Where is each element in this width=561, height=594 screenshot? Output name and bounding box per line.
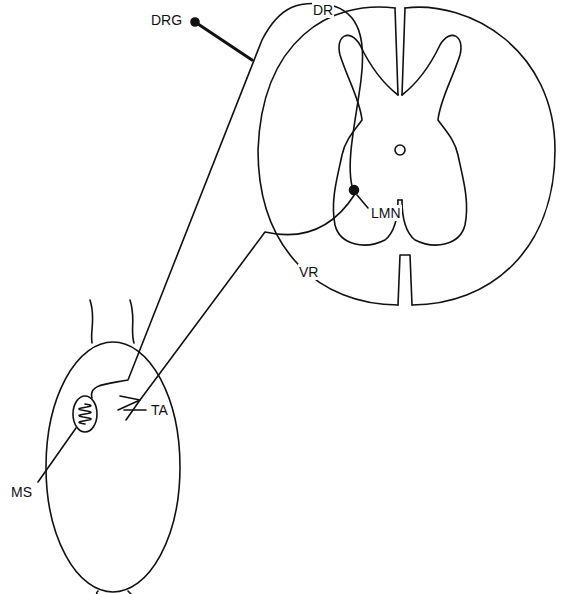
efferent-fiber: [140, 194, 355, 400]
gray-matter-right: [402, 35, 467, 245]
part-label: TA: [150, 402, 169, 418]
motor-end-plate: [118, 396, 140, 420]
afferent-fiber: [91, 3, 362, 398]
muscle-spindle: [73, 396, 97, 432]
leader-line: [124, 409, 146, 411]
spindle-coil: [79, 404, 91, 424]
central-canal: [395, 145, 405, 155]
leader-line: [357, 195, 368, 208]
part-label: DR: [312, 2, 334, 18]
part-label: VR: [298, 264, 319, 280]
gray-commissure: [398, 199, 402, 201]
leader-line: [38, 428, 76, 482]
spinal-cord-outline: [258, 7, 555, 305]
part-label: LMN: [370, 205, 402, 221]
dorsal-septum: [395, 8, 405, 95]
ventral-fissure: [398, 255, 412, 305]
part-label: DRG: [150, 12, 183, 28]
muscle-belly: [46, 342, 180, 592]
tendon: [90, 300, 134, 594]
motor-neuron-body: [350, 186, 359, 195]
drg-pointer: [195, 22, 252, 60]
part-label: MS: [10, 484, 33, 500]
